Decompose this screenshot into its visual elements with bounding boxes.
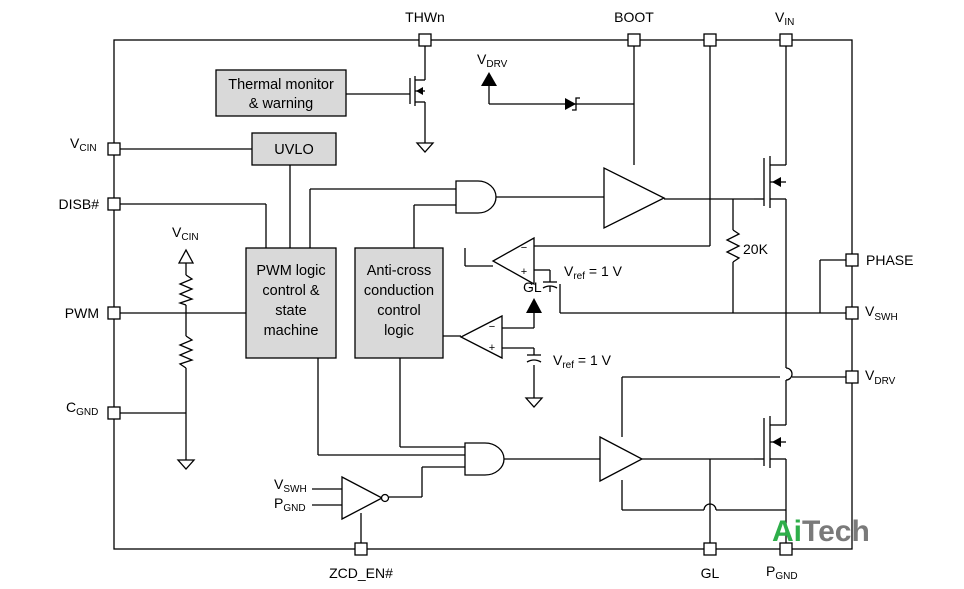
label-vdrv-internal: VDRV xyxy=(477,51,508,70)
label-pgnd: PGND xyxy=(766,563,798,582)
comparator-2 xyxy=(459,314,503,360)
low-side-driver xyxy=(599,435,644,483)
label-vswh-input: VSWH xyxy=(274,476,307,495)
pin-thwn xyxy=(418,33,432,47)
label-disb: DISB# xyxy=(59,196,100,212)
gl-arrow-icon xyxy=(526,298,542,313)
pin-boot-node xyxy=(703,33,717,47)
pin-vin xyxy=(779,33,793,47)
label-phase: PHASE xyxy=(866,252,913,268)
wires xyxy=(114,40,852,549)
resistor-top xyxy=(177,274,194,306)
label-cgnd: CGND xyxy=(66,399,98,418)
thermal-monitor-block: Thermal monitor & warning xyxy=(215,69,347,117)
anti-cross-block: Anti-cross conduction control logic xyxy=(354,247,444,359)
thermal-mosfet xyxy=(409,68,426,106)
pin-pgnd xyxy=(779,542,793,556)
label-vdrv: VDRV xyxy=(865,367,896,387)
resistor-bottom xyxy=(178,335,194,369)
pwm-logic-line2: control & xyxy=(262,283,320,299)
thermal-monitor-line1: Thermal monitor xyxy=(228,77,334,93)
uvlo-label: UVLO xyxy=(274,142,314,158)
pin-cgnd xyxy=(107,406,121,420)
label-boot: BOOT xyxy=(614,9,654,25)
anti-cross-line1: Anti-cross xyxy=(367,263,431,279)
resistor-20k xyxy=(725,229,741,263)
label-pgnd-input: PGND xyxy=(274,495,306,514)
anti-cross-line3: control xyxy=(377,303,421,319)
pin-vswh xyxy=(845,306,859,320)
label-vswh: VSWH xyxy=(865,303,898,323)
label-vin: VIN xyxy=(775,9,794,28)
label-gl-internal: GL xyxy=(523,279,542,295)
svg-text:AiTech: AiTech xyxy=(772,515,870,548)
label-thwn: THWn xyxy=(405,9,445,25)
label-vcin-internal: VCIN xyxy=(172,224,199,243)
pin-boot xyxy=(627,33,641,47)
low-side-mosfet xyxy=(754,416,786,468)
pin-disb xyxy=(107,197,121,211)
uvlo-block: UVLO xyxy=(251,132,337,166)
pin-pwm xyxy=(107,306,121,320)
pwm-logic-block: PWM logic control & state machine xyxy=(245,247,337,359)
comp2-plus-sign: + xyxy=(489,342,495,354)
label-zcd-en: ZCD_EN# xyxy=(329,565,393,581)
vref1-capacitor xyxy=(542,281,558,292)
package-outline xyxy=(113,39,853,550)
pwm-logic-line4: machine xyxy=(264,323,319,339)
pwm-logic-line3: state xyxy=(275,303,306,319)
label-20k: 20K xyxy=(743,241,769,257)
pin-vdrv xyxy=(845,370,859,384)
comp2-minus-sign: − xyxy=(489,321,495,333)
aitech-logo: AiTech xyxy=(772,515,870,548)
pwm-logic-line1: PWM logic xyxy=(256,263,325,279)
label-vref2: Vref = 1 V xyxy=(553,352,612,371)
comp1-minus-sign: − xyxy=(521,242,527,254)
high-side-driver xyxy=(603,166,666,230)
pin-vcin xyxy=(107,142,121,156)
label-vref1: Vref = 1 V xyxy=(564,263,623,282)
bottom-and-gate xyxy=(464,442,505,476)
pin-zcd-en xyxy=(354,542,368,556)
vcin-arrow-icon xyxy=(177,248,195,264)
vdrv-arrow-icon xyxy=(481,72,497,86)
label-gl: GL xyxy=(701,565,720,581)
vref2-capacitor xyxy=(526,354,542,363)
pin-phase xyxy=(845,253,859,267)
thermal-monitor-line2: & warning xyxy=(249,96,313,112)
label-pwm: PWM xyxy=(65,305,99,321)
pin-gl xyxy=(703,542,717,556)
bootstrap-diode xyxy=(565,97,580,111)
anti-cross-line2: conduction xyxy=(364,283,434,299)
top-and-gate xyxy=(455,180,497,214)
zcd-inverter xyxy=(341,475,390,521)
comparator-1 xyxy=(491,236,535,286)
anti-cross-line4: logic xyxy=(384,323,414,339)
comp1-plus-sign: + xyxy=(521,266,527,278)
high-side-mosfet xyxy=(754,156,786,208)
label-vcin: VCIN xyxy=(70,135,97,154)
